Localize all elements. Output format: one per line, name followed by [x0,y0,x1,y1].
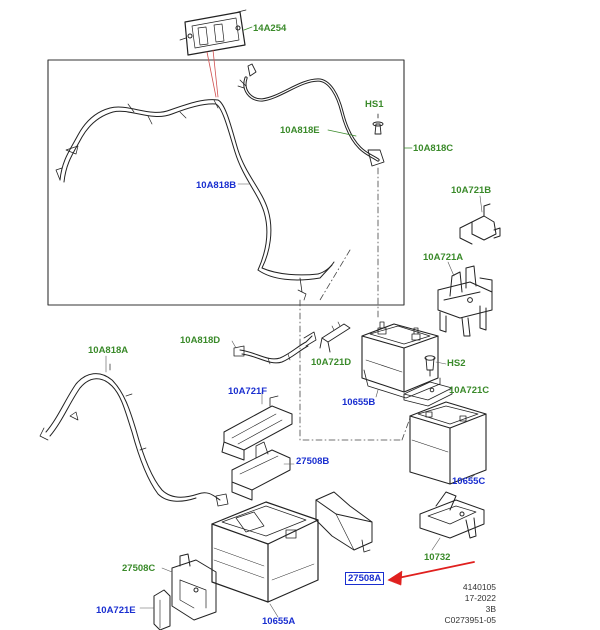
callout-10655a[interactable]: 10655A [262,616,296,627]
callout-10a721b[interactable]: 10A721B [451,185,492,196]
callout-10a818b[interactable]: 10A818B [196,180,237,191]
callout-10732[interactable]: 10732 [424,552,451,563]
callout-hs1[interactable]: HS1 [365,99,384,110]
callout-27508c[interactable]: 27508C [122,563,156,574]
assembly-centerlines [299,167,411,441]
leader-14a254-a [206,51,217,98]
battery-10655c [409,401,487,485]
callout-10a818a[interactable]: 10A818A [88,345,129,356]
callout-14a254[interactable]: 14A254 [253,23,287,34]
stamp-line-3: 3B [485,604,496,614]
drawing-stamp: 4140105 17-2022 3B C0273951-05 [444,582,496,626]
screw-hs2 [424,355,436,377]
leader-14a254-b [212,49,219,98]
clamp-10a721c [403,381,453,407]
bracket-14a254 [179,9,247,56]
bracket-10a721e [153,589,171,630]
callout-10a721a[interactable]: 10A721A [423,252,464,263]
bracket-10a721a [437,265,493,337]
pointer-arrow [387,561,475,586]
leaders [105,183,483,618]
leader-10a818e [327,129,357,137]
harness-10a818b [55,99,335,301]
battery-10655b [361,321,441,399]
bracket-27508b [231,441,291,501]
callout-10a721d[interactable]: 10A721D [311,357,352,368]
harness-10a818e [237,63,385,167]
bracket-10a721b [459,203,501,245]
callout-10655c[interactable]: 10655C [452,476,486,487]
callout-27508b[interactable]: 27508B [296,456,330,467]
stamp-line-2: 17-2022 [464,593,496,603]
clamp-10a721d [319,321,351,353]
tray-10732 [419,491,485,539]
leader-14a254-label [243,26,253,31]
harness-10a818a [39,363,229,507]
harness-10a818d [233,331,317,365]
stamp-line-4: C0273951-05 [444,615,496,625]
callout-27508a[interactable]: 27508A [345,572,385,585]
battery-10655a [211,501,319,603]
callout-10a818e[interactable]: 10A818E [280,125,320,136]
callout-10a818d[interactable]: 10A818D [180,335,221,346]
callout-10a721c[interactable]: 10A721C [449,385,490,396]
callout-10a721e[interactable]: 10A721E [96,605,136,616]
callout-10655b[interactable]: 10655B [342,397,376,408]
stamp-line-1: 4140105 [462,582,496,592]
subassembly-frame [47,59,405,306]
callout-10a721f[interactable]: 10A721F [228,386,268,397]
callout-10a818c[interactable]: 10A818C [413,143,454,154]
cover-27508a [315,491,373,553]
bracket-27508c [171,553,217,621]
callout-hs2[interactable]: HS2 [447,358,466,369]
bracket-10a721f [221,395,293,461]
